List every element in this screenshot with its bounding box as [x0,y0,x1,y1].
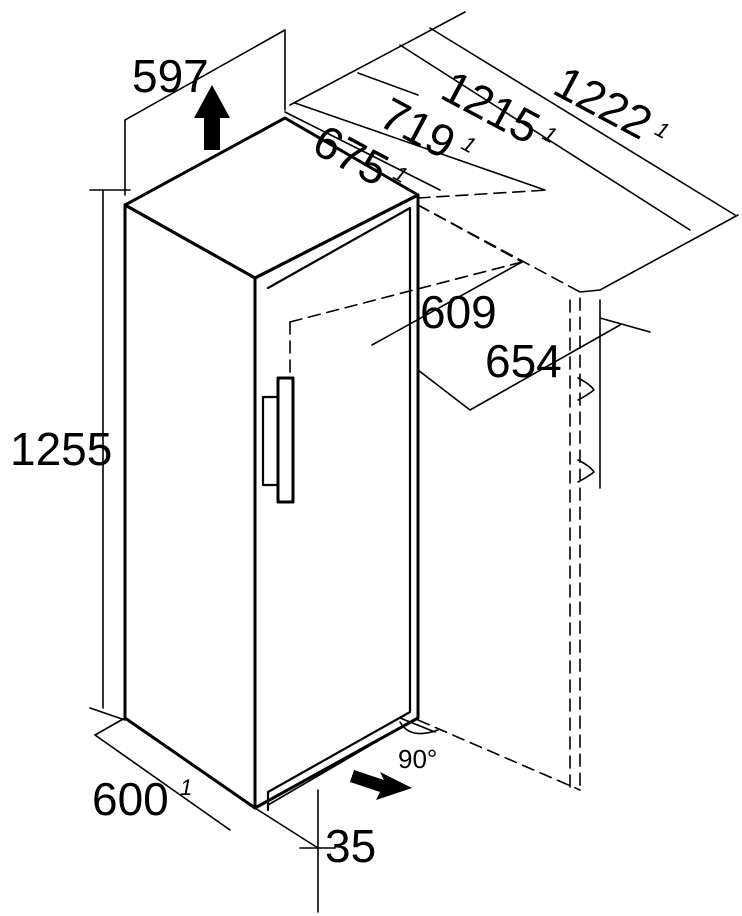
dim-door-open-b-footnote: 1 [458,130,481,158]
dim-open-d-footnote: 1 [651,116,674,144]
door-inner-edge [266,206,412,794]
dim-depth: 600 [92,773,169,825]
handle-icon [261,376,295,504]
dim-door-angle: 90° [398,744,437,774]
dim-width: 597 [132,50,209,102]
dim-open-c-footnote: 1 [539,120,562,148]
dim-foot-height: 35 [325,820,376,872]
dim-open-d: 1222 [546,56,661,150]
door-panel [253,193,420,810]
dim-niche-b: 654 [485,335,562,387]
dim-height: 1255 [10,423,112,475]
side-panel [123,203,257,810]
dim-depth-footnote: 1 [180,775,192,800]
niche-outline [289,189,739,791]
hinge-icon [577,377,595,483]
arrow-in-icon [350,770,412,800]
appliance-body [123,116,420,812]
arrow-up-icon [194,85,230,150]
dim-niche-a: 609 [420,286,497,338]
dimension-lines [89,11,736,913]
